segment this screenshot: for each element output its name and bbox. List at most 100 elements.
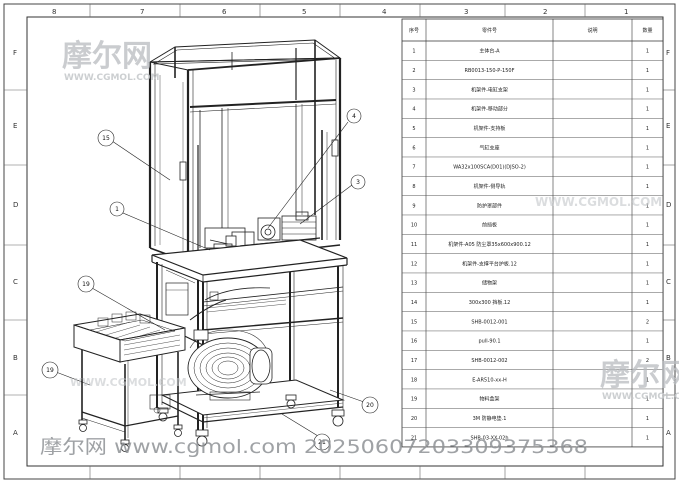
bom-cell: 8 bbox=[412, 184, 415, 190]
zone-col-label: 6 bbox=[222, 8, 227, 16]
balloon-labels: 15 4 3 1 19 19 20 21 bbox=[46, 113, 374, 446]
bom-header-cell: 数量 bbox=[642, 27, 652, 34]
bom-cell: SHB-0012-001 bbox=[471, 319, 507, 325]
bom-cell: 1 bbox=[646, 300, 649, 306]
bom-cell: SHB-03-XX-02h bbox=[470, 435, 508, 441]
zone-row-label: D bbox=[13, 201, 18, 209]
zone-row-label: A bbox=[13, 429, 18, 437]
zone-col-label: 3 bbox=[464, 8, 468, 16]
bom-cell: 12 bbox=[411, 261, 417, 267]
bom-cell: 18 bbox=[411, 377, 417, 383]
blower-unit bbox=[187, 329, 273, 401]
bom-cell: 机架件-侧导轨 bbox=[474, 183, 506, 190]
bom-cell: 防护罩部件 bbox=[477, 202, 502, 209]
watermark-logo-right: 摩尔网 bbox=[600, 358, 679, 393]
bom-cell: 6 bbox=[412, 145, 415, 151]
zone-col-label: 7 bbox=[140, 8, 144, 16]
bom-cell: 20 bbox=[411, 416, 417, 422]
bom-cell: 气缸支座 bbox=[479, 144, 499, 151]
bom-cell: 1 bbox=[646, 435, 649, 441]
bom-cell: 2 bbox=[646, 358, 649, 364]
bom-cell: 物料盒架 bbox=[479, 396, 499, 403]
bom-cell: 1 bbox=[646, 87, 649, 93]
bom-cell: 1 bbox=[646, 242, 649, 248]
zone-col-label: 2 bbox=[543, 8, 547, 16]
zone-labels-left: F E D C B A bbox=[13, 49, 18, 437]
bom-cell: 1 bbox=[646, 49, 649, 55]
bom-cell: 2 bbox=[412, 68, 415, 74]
bom-cell: 1 bbox=[646, 145, 649, 151]
bom-cell: 储物架 bbox=[482, 280, 497, 287]
bom-cell: 1 bbox=[646, 223, 649, 229]
bom-cell: 7 bbox=[412, 165, 415, 171]
bom-cell: 前挡板 bbox=[482, 222, 497, 229]
bom-cell: 1 bbox=[646, 126, 649, 132]
bom-cell: 机架件-A05 防尘罩35x600x900.12 bbox=[448, 241, 531, 248]
bom-cell: SHB-0012-002 bbox=[471, 358, 507, 364]
bom-cell: E-AR510-xx-H bbox=[472, 377, 507, 383]
zone-col-label: 4 bbox=[382, 8, 387, 16]
bom-cell: 机架件-支撑平台护板.12 bbox=[462, 260, 517, 267]
bom-cell: 3 bbox=[412, 87, 415, 93]
bom-cell: 17 bbox=[411, 358, 417, 364]
watermark-site-right: WWW.CGMOL.COM bbox=[602, 392, 679, 402]
bom-cell: 主体台-A bbox=[479, 48, 500, 55]
bom-cell: pull-90.1 bbox=[478, 339, 500, 345]
bom-cell: 1 bbox=[646, 281, 649, 287]
bom-cell: 1 bbox=[412, 49, 415, 55]
bom-cell: 1 bbox=[646, 377, 649, 383]
balloon-label: 3 bbox=[356, 179, 360, 186]
bom-cell: WA32x100SCA(D01)(DJSO-2) bbox=[453, 165, 526, 171]
bom-cell: 机架件-移动部分 bbox=[471, 106, 508, 113]
bom-cell: 机架件-电缸支架 bbox=[471, 86, 508, 93]
bom-cell: 1 bbox=[646, 261, 649, 267]
bom-cell: 11 bbox=[411, 242, 417, 248]
balloon-label: 21 bbox=[318, 439, 326, 446]
zone-row-label: F bbox=[666, 49, 670, 57]
zone-row-label: B bbox=[666, 354, 671, 362]
side-material-rack bbox=[73, 311, 186, 452]
zone-col-label: 5 bbox=[302, 8, 306, 16]
bom-cell: 3M 防静电垫.1 bbox=[473, 415, 507, 422]
bom-cell: 1 bbox=[646, 68, 649, 74]
balloon-label: 19 bbox=[82, 281, 90, 288]
bom-cell: 21 bbox=[411, 435, 417, 441]
zone-labels-top: 8 7 6 5 4 3 2 1 bbox=[52, 8, 628, 16]
bom-cell: 10 bbox=[411, 223, 417, 229]
balloon-label: 1 bbox=[115, 206, 119, 213]
zone-row-label: D bbox=[666, 201, 671, 209]
balloon-label: 19 bbox=[46, 367, 54, 374]
zone-row-label: F bbox=[13, 49, 17, 57]
bom-cell: 1 bbox=[646, 397, 649, 403]
bom-cell: 1 bbox=[646, 339, 649, 345]
watermark-site-left: WWW.CGMOL.COM bbox=[70, 376, 187, 389]
bom-header-cell: 零件号 bbox=[482, 27, 497, 34]
bom-cell: 4 bbox=[412, 107, 415, 113]
bom-cell: 1 bbox=[646, 107, 649, 113]
bom-cell: 16 bbox=[411, 339, 417, 345]
balloon-label: 15 bbox=[102, 135, 110, 142]
bom-cell: 1 bbox=[646, 184, 649, 190]
balloon-label: 20 bbox=[366, 402, 374, 409]
zone-row-label: B bbox=[13, 354, 18, 362]
zone-row-label: C bbox=[13, 278, 18, 286]
main-casters bbox=[157, 394, 345, 447]
bom-cell: 14 bbox=[411, 300, 417, 306]
zone-row-label: A bbox=[666, 429, 671, 437]
zone-row-label: C bbox=[666, 278, 671, 286]
zone-ticks bbox=[4, 4, 675, 479]
bom-cell: 9 bbox=[412, 203, 415, 209]
zone-row-label: E bbox=[13, 122, 17, 130]
watermark-logo: 摩尔网 bbox=[62, 39, 152, 74]
bom-cell: 1 bbox=[646, 203, 649, 209]
bom-cell: 15 bbox=[411, 319, 417, 325]
machine-assembly bbox=[73, 39, 348, 452]
bom-cell: 19 bbox=[411, 397, 417, 403]
bom-frame bbox=[401, 18, 664, 448]
hose-2 bbox=[204, 287, 271, 301]
zone-col-label: 8 bbox=[52, 8, 56, 16]
watermark-bottom-line: 摩尔网 www.cgmol.com 20250607203309375368 bbox=[40, 436, 588, 458]
watermark-site: WWW.CGMOL.COM bbox=[64, 73, 159, 83]
